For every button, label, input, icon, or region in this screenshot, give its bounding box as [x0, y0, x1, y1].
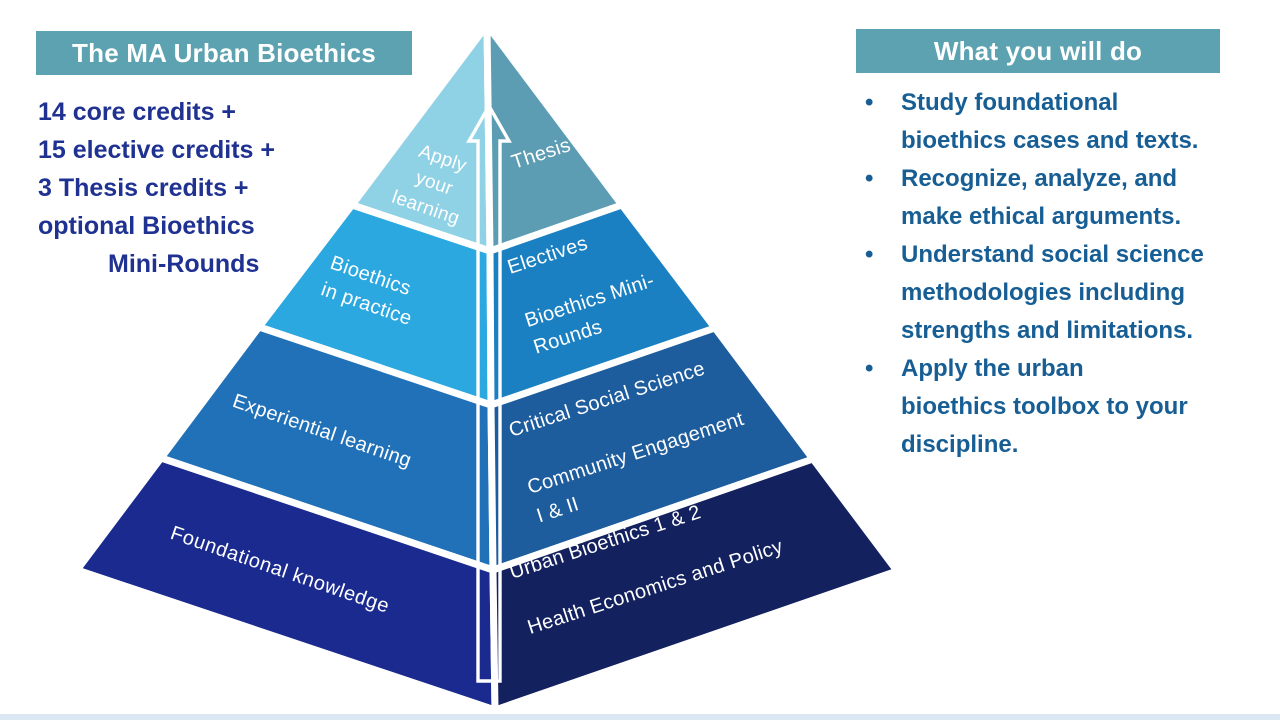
list-item: Understand social science methodologies …: [855, 236, 1235, 350]
list-item: Study foundational bioethics cases and t…: [855, 84, 1235, 160]
slide-bottom-strip: [0, 714, 1280, 720]
credits-line: 3 Thesis credits +: [38, 174, 249, 202]
list-item: Recognize, analyze, and make ethical arg…: [855, 160, 1235, 236]
tier4-right-face: [489, 455, 901, 714]
what-you-will-do-list: Study foundational bioethics cases and t…: [855, 84, 1235, 464]
list-item: Apply the urban bioethics toolbox to you…: [855, 350, 1235, 464]
credits-line: Mini-Rounds: [108, 250, 260, 278]
left-header: The MA Urban Bioethics: [36, 31, 412, 75]
right-header: What you will do: [856, 29, 1220, 73]
credits-line: 15 elective credits +: [38, 136, 275, 164]
up-arrow-icon: [466, 102, 512, 683]
credits-text: 14 core credits + 15 elective credits + …: [38, 93, 398, 283]
credits-line: 14 core credits +: [38, 98, 237, 126]
credits-line: optional Bioethics: [38, 212, 255, 240]
